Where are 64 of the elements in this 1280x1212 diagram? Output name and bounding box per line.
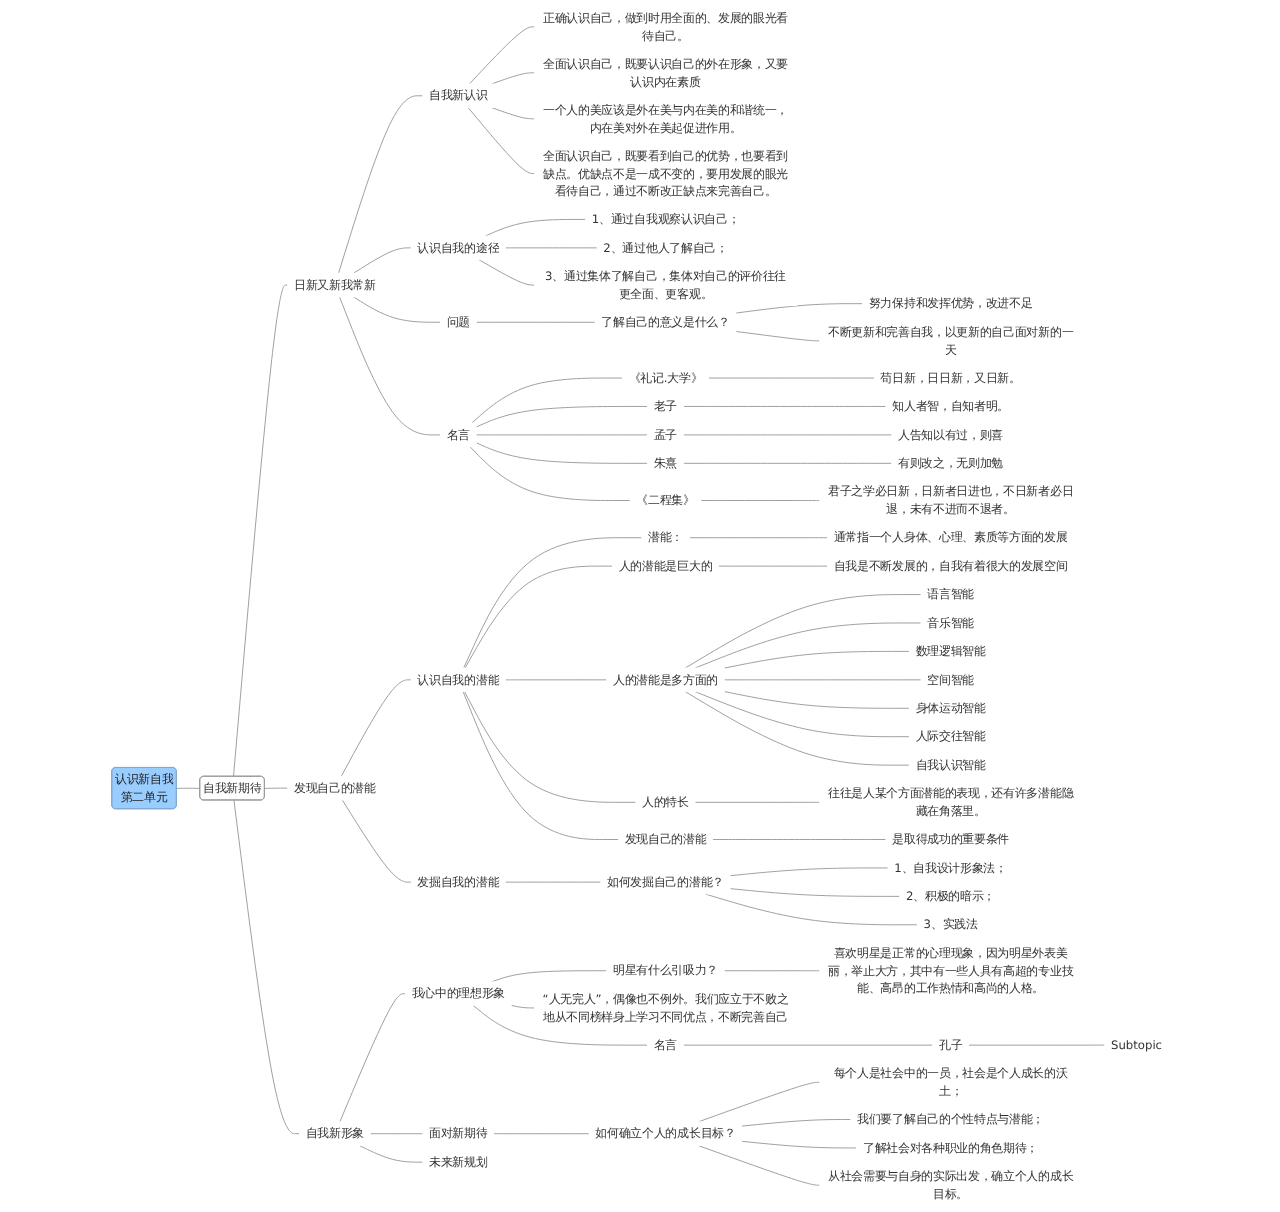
connector xyxy=(340,679,412,777)
connector xyxy=(735,303,863,314)
connector xyxy=(338,95,424,274)
connector xyxy=(478,259,536,286)
connector xyxy=(484,218,586,237)
connector xyxy=(491,107,536,120)
connector xyxy=(475,442,649,464)
connector xyxy=(493,1133,590,1135)
connector xyxy=(491,72,536,85)
connector xyxy=(688,537,828,539)
connector xyxy=(729,867,889,877)
connector xyxy=(462,691,619,840)
connector xyxy=(471,377,623,424)
connector xyxy=(339,993,406,1123)
connector xyxy=(700,500,821,501)
connector xyxy=(341,799,412,883)
connector xyxy=(358,1145,424,1163)
connector xyxy=(353,247,412,274)
connector xyxy=(694,622,922,669)
connector xyxy=(469,26,536,85)
connector xyxy=(694,691,910,738)
connector xyxy=(464,565,613,669)
connector xyxy=(682,462,893,464)
connector xyxy=(504,881,602,883)
connector xyxy=(682,434,893,436)
connector xyxy=(682,406,887,407)
connector xyxy=(968,1044,1106,1046)
connector xyxy=(369,1133,424,1135)
connector xyxy=(723,650,910,669)
connector xyxy=(475,406,649,428)
connector xyxy=(472,1005,649,1046)
connector xyxy=(723,691,910,709)
connector xyxy=(712,839,887,840)
connector xyxy=(682,1044,934,1046)
connector xyxy=(741,1140,858,1149)
connector xyxy=(464,691,637,803)
connector xyxy=(684,594,922,669)
connector xyxy=(353,296,441,323)
connector xyxy=(233,284,289,778)
connector xyxy=(510,1004,536,1009)
connector xyxy=(233,799,300,1135)
connector xyxy=(504,679,608,681)
connector xyxy=(697,1145,821,1186)
connector xyxy=(463,537,643,669)
connector xyxy=(723,970,821,972)
connector xyxy=(729,888,901,897)
connector xyxy=(697,1081,821,1123)
connector xyxy=(339,296,441,436)
connector xyxy=(475,434,649,436)
connector xyxy=(708,377,875,379)
connector xyxy=(704,893,918,926)
connector xyxy=(264,787,289,789)
connector xyxy=(735,331,821,342)
connector xyxy=(504,247,598,249)
connector xyxy=(741,1119,852,1127)
connector xyxy=(475,321,596,323)
connector xyxy=(723,679,922,681)
connector xyxy=(718,565,828,567)
connector xyxy=(467,107,536,174)
connector xyxy=(684,691,910,766)
connector xyxy=(694,801,821,803)
connector xyxy=(176,787,201,789)
connector xyxy=(469,446,631,501)
connector xyxy=(491,970,608,983)
